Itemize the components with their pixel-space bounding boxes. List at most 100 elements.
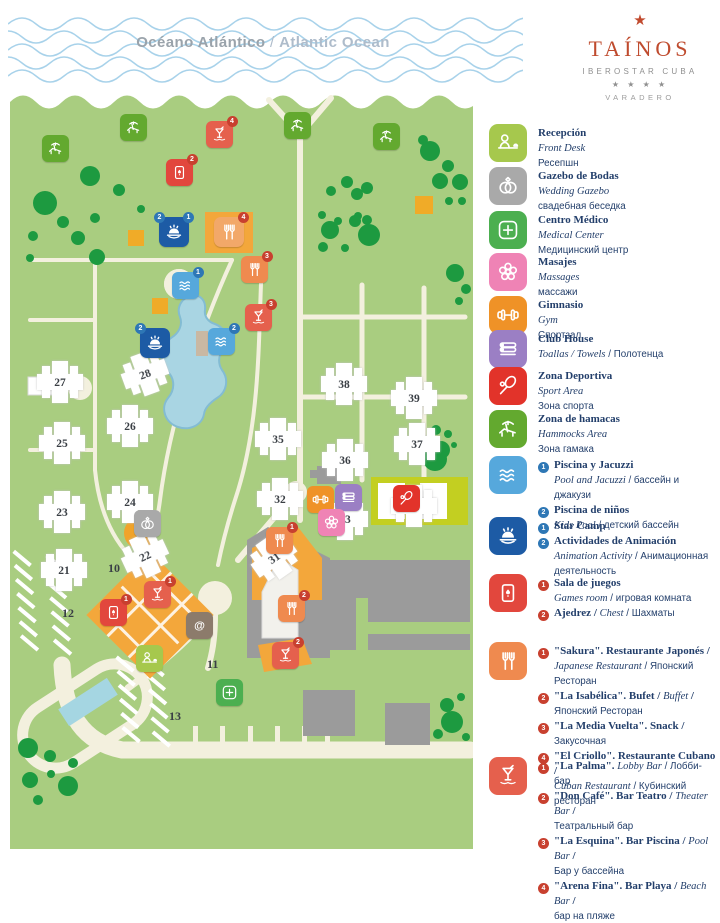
ocean-label-en: Atlantic Ocean <box>279 34 390 51</box>
restaurant-sakura-marker: 1 <box>265 521 298 554</box>
tree <box>418 135 428 145</box>
dumbbell-icon <box>312 494 328 504</box>
tree <box>47 770 55 778</box>
legend-text-es: Masajes <box>538 256 577 268</box>
tree <box>444 430 452 438</box>
legend-line: Японский Ресторан <box>554 703 643 718</box>
tree <box>58 776 78 796</box>
legend-text-en: Pool Bar <box>554 836 709 862</box>
marker-base <box>376 146 396 158</box>
legend-row: Recepción <box>538 125 586 140</box>
resort-map: 2728252623242122353231383633393734101211… <box>10 92 473 849</box>
forks-icon <box>224 224 235 240</box>
legend-row: Zona Deportiva <box>538 368 612 383</box>
dumbbell-icon <box>497 309 519 321</box>
waves-icon <box>499 469 515 482</box>
towels-icon <box>341 492 355 502</box>
building-number: 32 <box>274 493 286 506</box>
legend-text-ru: / Японский <box>641 661 694 672</box>
legend-line: Gym <box>538 312 558 327</box>
legend-number-badge: 1 <box>538 763 549 774</box>
legend-row: Спортзал <box>538 327 583 342</box>
marker-base <box>167 337 179 351</box>
building: 27 <box>37 361 83 403</box>
legend-row: Gimnasio <box>538 297 583 312</box>
building-number: 33 <box>339 513 351 526</box>
sport-area-marker <box>392 484 420 512</box>
legend-text-en: Front Desk <box>538 143 586 154</box>
legend-row: Cuban Restaurant / Кубинский <box>538 778 717 793</box>
legend-number-badge: 2 <box>538 610 549 621</box>
legend-line: Ресторан <box>554 673 597 688</box>
building: 39 <box>391 377 437 419</box>
tree <box>90 213 100 223</box>
legend-line: Спортзал <box>538 327 581 342</box>
forks-icon <box>286 601 296 615</box>
legend-number-badge: 3 <box>538 838 549 849</box>
bar-la-palma-marker: 1 <box>143 575 176 608</box>
legend-line: Games room / игровая комната <box>554 590 691 605</box>
tree <box>89 249 105 265</box>
legend-text-en: Buffet <box>663 691 689 702</box>
card-icon <box>108 605 118 619</box>
resort-logo: ★ TAÍNOS IBEROSTAR CUBA ★ ★ ★ ★ VARADERO <box>570 13 710 102</box>
legend-text-en: Toallas <box>538 349 569 360</box>
tree <box>362 215 372 225</box>
starcamp-icon <box>147 335 163 350</box>
racket-legend-icon <box>489 367 527 405</box>
tree <box>318 242 328 252</box>
legend-row: Ресепшн <box>538 155 586 170</box>
legend-line: Cuban Restaurant / Кубинский <box>554 778 686 793</box>
building-number: 27 <box>54 376 66 389</box>
marker-badge: 3 <box>261 250 273 262</box>
legend-row: Japanese Restaurant / Японский <box>538 658 717 673</box>
hammock-icon <box>126 120 139 133</box>
legend-text-ru: / Анимационная <box>632 551 709 562</box>
legend-text-en: Towels <box>576 349 606 360</box>
cocktail-icon <box>252 308 264 324</box>
marker-badge: 1 <box>183 212 194 223</box>
internet-point-marker: @ <box>185 611 213 639</box>
dumbbell-legend-icon <box>489 296 527 334</box>
tree <box>455 297 463 305</box>
legend-line: Ресепшн <box>538 155 578 170</box>
legend-row: Ресторан <box>538 673 717 688</box>
tree <box>441 711 463 733</box>
waves-icon <box>214 336 226 346</box>
cocktail-icon <box>279 646 291 662</box>
legend-text-en: Gym <box>538 315 558 326</box>
hammock-area-marker <box>119 113 147 149</box>
legend-row: 2"Don Café". Bar Teatro / Theater Bar / <box>538 788 717 818</box>
legend-text-en: Hammocks Area <box>538 429 608 440</box>
legend-row: Бар у бассейна <box>538 863 717 878</box>
legend-line: Actividades de Animación <box>554 533 676 548</box>
marker-badge: 2 <box>298 589 310 601</box>
snack-la-media-vuelta-marker: 3 <box>240 250 273 291</box>
tree <box>22 772 38 788</box>
building-number: 23 <box>56 506 68 519</box>
marker-badge: 2 <box>292 636 304 648</box>
tree <box>457 693 465 701</box>
hammock-icon <box>48 141 61 154</box>
marker-base <box>164 244 184 255</box>
legend-line: Zona de hamacas <box>538 411 620 426</box>
marker-badge: 4 <box>238 212 249 223</box>
legend-line: ресторан <box>554 793 596 808</box>
tree <box>28 231 38 241</box>
forks-icon <box>274 533 284 547</box>
tree <box>351 188 363 200</box>
legend-number-badge: 2 <box>538 507 549 518</box>
legend-text-ru: Театральный бар <box>554 821 634 832</box>
legend-text-ru: Полотенца <box>613 349 664 360</box>
yellow-block-28 <box>128 230 144 246</box>
towels-legend-icon <box>489 330 527 368</box>
legend-text-en: Wedding Gazebo <box>538 186 610 197</box>
flower-legend-icon <box>489 253 527 291</box>
